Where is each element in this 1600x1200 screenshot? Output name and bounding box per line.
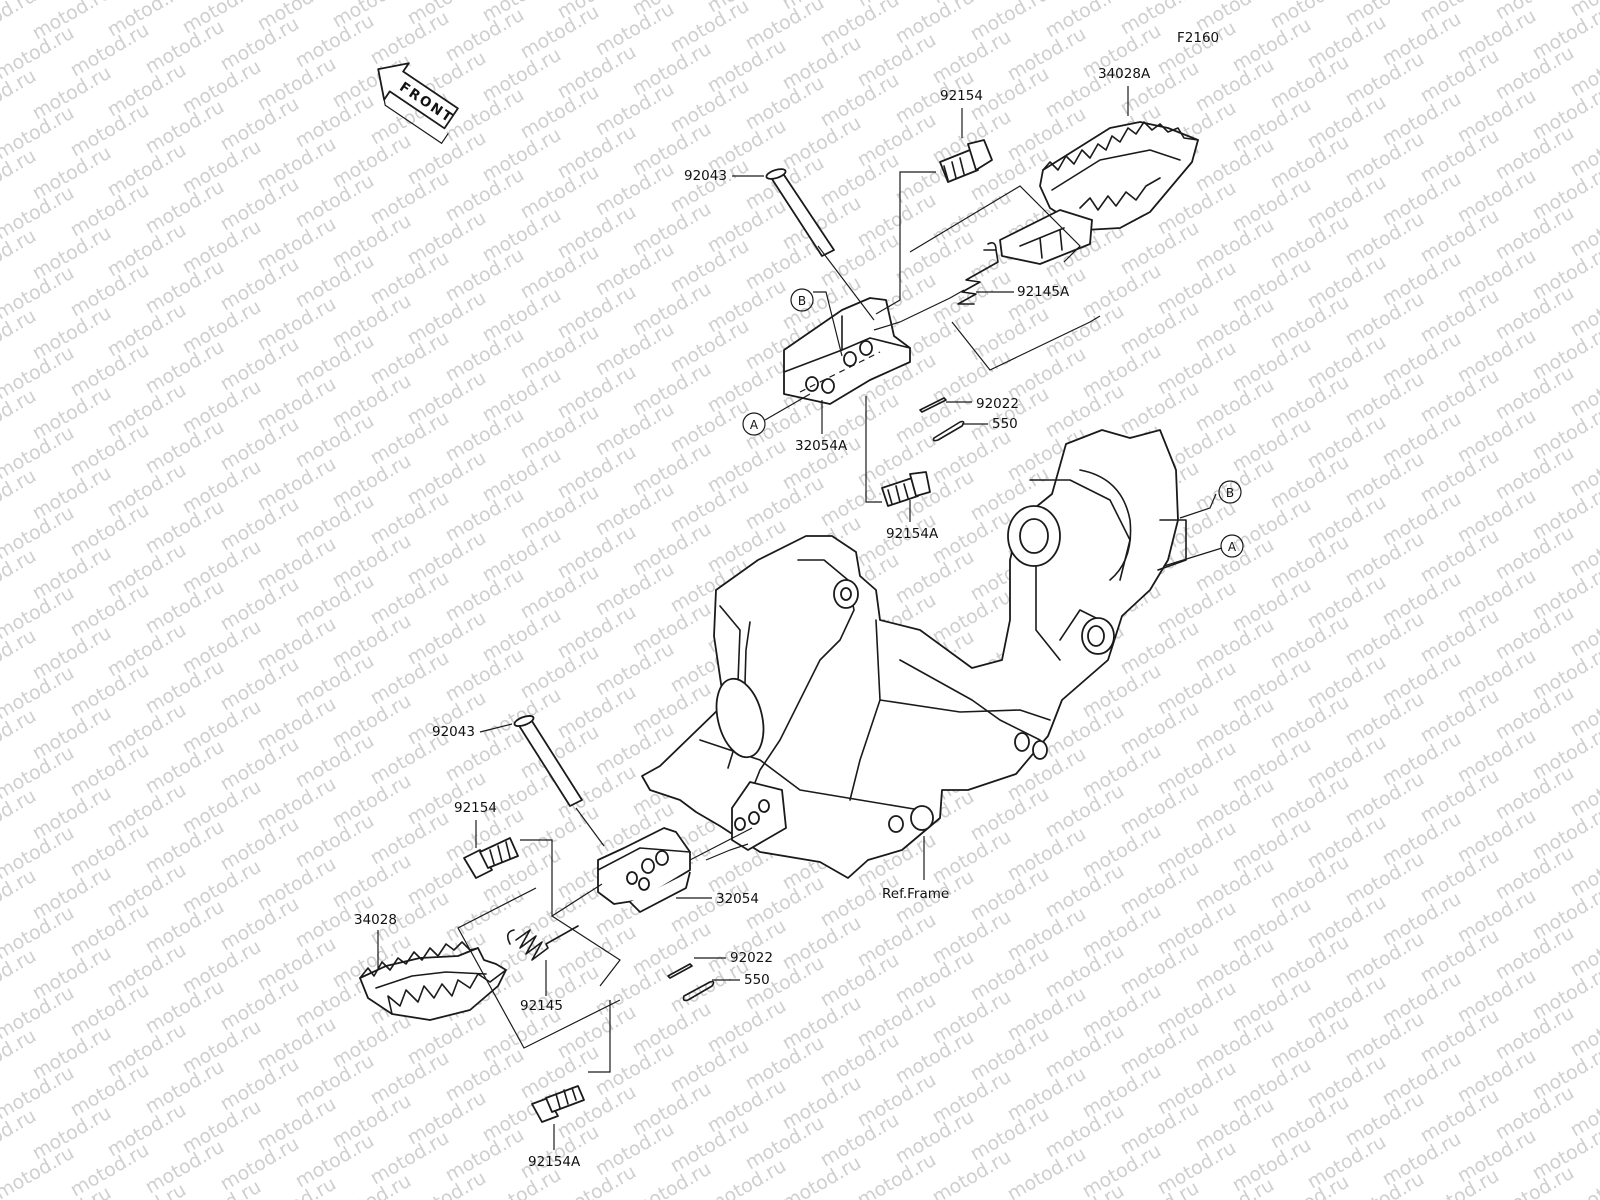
label-92145: 92145 [520, 998, 563, 1014]
label-34028: 34028 [354, 912, 397, 928]
label-92154-lower: 92154 [454, 800, 497, 816]
svg-text:B: B [798, 294, 806, 308]
label-550-upper: 550 [992, 416, 1018, 432]
label-550-lower: 550 [744, 972, 770, 988]
label-92043-lower: 92043 [432, 724, 475, 740]
label-ref-frame: Ref.Frame [882, 886, 949, 902]
label-92145A: 92145A [1017, 284, 1070, 300]
figure-code: F2160 [1177, 30, 1219, 46]
label-32054A: 32054A [795, 438, 848, 454]
svg-text:A: A [750, 418, 759, 432]
label-32054: 32054 [716, 891, 759, 907]
label-92022-upper: 92022 [976, 396, 1019, 412]
svg-text:A: A [1228, 540, 1237, 554]
label-92154-upper: 92154 [940, 88, 983, 104]
label-92154A-upper: 92154A [886, 526, 939, 542]
label-92022-lower: 92022 [730, 950, 773, 966]
label-92043-upper: 92043 [684, 168, 727, 184]
label-34028A: 34028A [1098, 66, 1151, 82]
label-92154A-lower: 92154A [528, 1154, 581, 1170]
svg-text:B: B [1226, 486, 1234, 500]
